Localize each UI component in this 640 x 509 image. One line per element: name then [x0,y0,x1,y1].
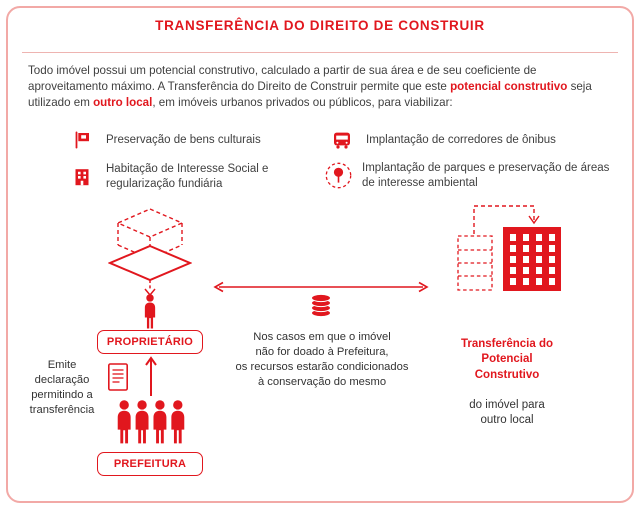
intro-paragraph: Todo imóvel possui um potencial construt… [28,63,614,111]
declaration-note: Emite declaração permitindo a transferên… [29,359,95,416]
intro-text-1: Todo imóvel possui um potencial construt… [28,64,537,93]
owner-label-box: PROPRIETÁRIO [97,330,203,354]
intro-text-3: , em imóveis urbanos privados ou público… [152,95,453,109]
benefit-item-parques: Implantação de parques e preservação de … [324,161,616,191]
benefit-item-culturais: Preservação de bens culturais [68,130,313,150]
flag-icon [68,130,96,150]
title-divider [22,52,618,53]
benefit-label: Implantação de parques e preservação de … [362,162,610,189]
benefit-label: Implantação de corredores de ônibus [366,133,556,146]
person-icon [141,294,159,334]
transfer-caption-rest: do imóvel para outro local [469,398,545,427]
page-title: TRANSFERÊNCIA DO DIREITO DE CONSTRUIR [155,18,485,33]
red-building-icon [502,226,562,297]
benefit-label: Preservação de bens culturais [106,133,261,146]
cityhall-label-box: PREFEITURA [97,452,203,476]
document-icon [106,362,130,397]
bus-icon [328,130,356,150]
conditions-note: Nos casos em que o imóvel não for doado … [235,331,409,388]
benefit-item-habitacao: Habitação de Interesse Social e regulari… [68,162,323,192]
coins-icon [309,292,333,323]
transfer-caption: Transferência do Potencial Construtivo d… [445,322,569,443]
double-headed-arrow [210,280,432,298]
transfer-dashed-path [468,200,554,241]
intro-highlight-outro-local: outro local [93,95,153,109]
park-tree-icon [324,162,352,189]
intro-text-2: seja utilizado em [28,79,592,109]
transfer-caption-highlight: Transferência do Potencial Construtivo [460,338,554,381]
benefit-label: Habitação de Interesse Social e regulari… [106,163,269,190]
up-arrow [144,354,158,403]
intro-highlight-potencial: potencial construtivo [450,79,568,93]
benefit-item-onibus: Implantação de corredores de ônibus [328,130,608,150]
housing-building-icon [68,167,96,187]
crowd-icon [113,400,189,449]
dashed-building-icon [456,234,494,297]
